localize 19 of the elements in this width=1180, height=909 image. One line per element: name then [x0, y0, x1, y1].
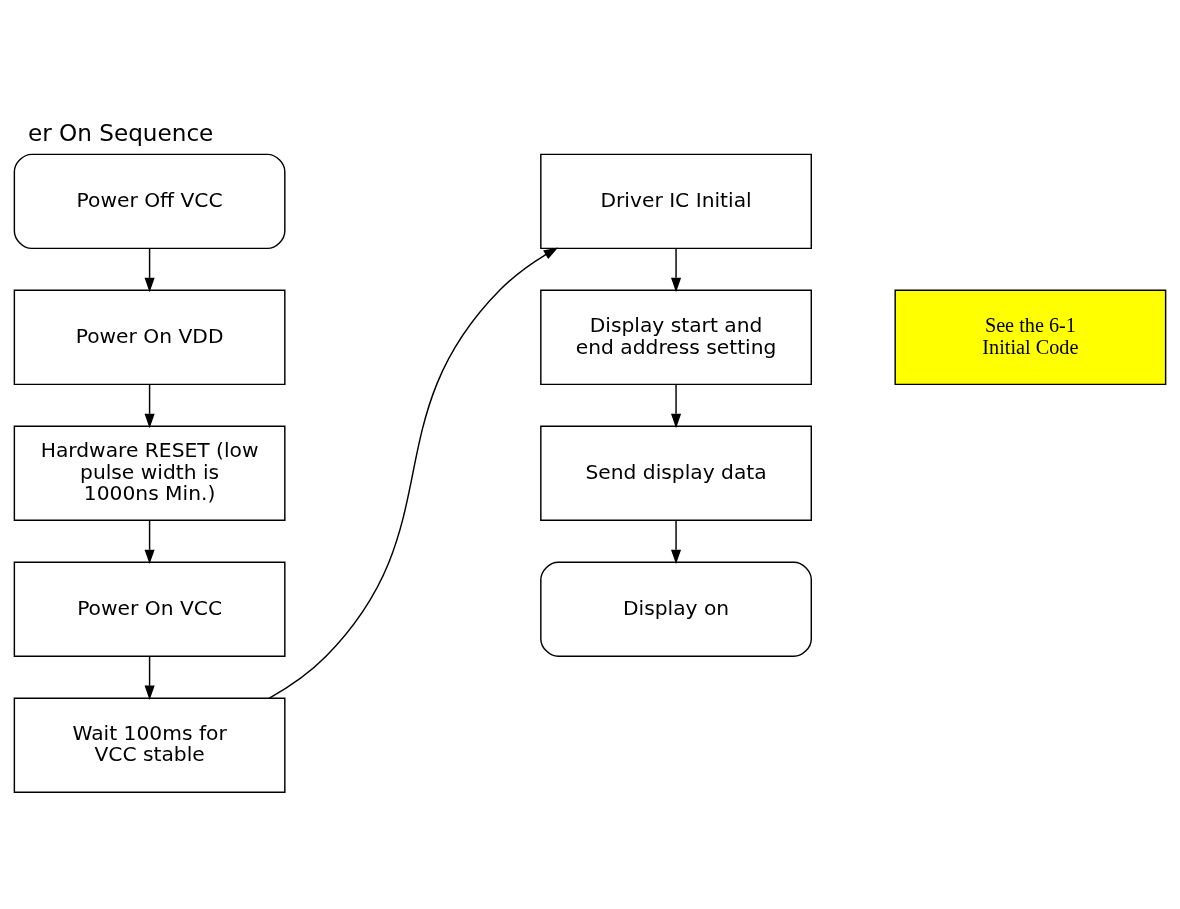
node-box: Hardware RESET (low pulse width is 1000ns Min.): [13, 425, 286, 522]
node-box: Send display data: [540, 425, 812, 522]
node-box: Driver IC Initial: [540, 153, 812, 250]
arrow: [144, 247, 155, 293]
arrow: [144, 655, 155, 701]
node-box: Power Off VCC: [13, 153, 286, 250]
node-box: Power On VCC: [13, 561, 286, 657]
node-box: See the 6-1 Initial Code: [894, 289, 1167, 386]
arrow: [671, 247, 682, 293]
node-box: Display start and end address setting: [540, 289, 812, 386]
arrow: [144, 383, 155, 429]
arrow: [144, 519, 155, 565]
arrow: [671, 519, 682, 565]
node-box: Wait 100ms for VCC stable: [13, 697, 286, 793]
diagram-title: er On Sequence: [27, 120, 214, 147]
arrow: [268, 247, 559, 699]
node-box: Display on: [540, 561, 812, 657]
arrow: [671, 383, 682, 429]
node-box: Power On VDD: [13, 289, 286, 386]
